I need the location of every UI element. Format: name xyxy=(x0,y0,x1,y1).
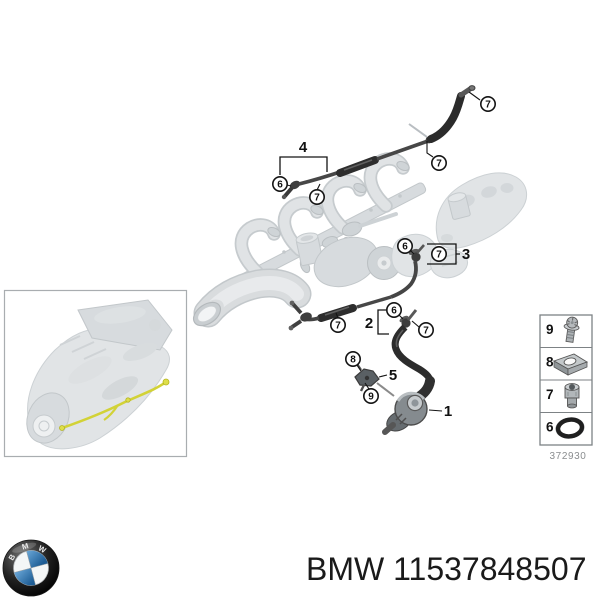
svg-text:8: 8 xyxy=(350,355,356,366)
group-label-3: 3 xyxy=(462,246,470,263)
svg-text:7: 7 xyxy=(335,321,341,332)
o-ring-icon xyxy=(555,417,585,439)
callout-circle-7f xyxy=(417,321,434,338)
flange-bolt-icon xyxy=(563,316,580,343)
roundel-letter-w: W xyxy=(37,544,48,556)
screw-plug-icon xyxy=(564,383,580,409)
svg-text:7: 7 xyxy=(436,159,442,170)
legend-number-7: 7 xyxy=(546,387,554,402)
svg-text:9: 9 xyxy=(368,392,374,403)
callout-circle-7d xyxy=(430,246,447,263)
intake-tube xyxy=(192,268,312,328)
callout-circle-7b xyxy=(430,155,447,172)
diagram-number: 372930 xyxy=(550,451,587,462)
group-label-5: 5 xyxy=(389,367,397,384)
callout-circle-8 xyxy=(344,350,361,367)
coolant-line-4 xyxy=(281,85,476,200)
engine-thumbnail-art xyxy=(26,299,173,450)
callout-circle-6b xyxy=(396,238,413,255)
brand-name: BMW xyxy=(306,551,385,587)
legend-number-6: 6 xyxy=(546,420,554,435)
callout-circle-9 xyxy=(362,387,379,404)
legend-number-8: 8 xyxy=(546,355,554,370)
rear-manifold xyxy=(408,123,528,249)
svg-text:7: 7 xyxy=(436,250,442,261)
bmw-roundel: B M W xyxy=(2,539,60,597)
part-number: 11537848507 xyxy=(393,551,587,587)
legend-number-9: 9 xyxy=(546,322,554,337)
bmw-logo: B M W xyxy=(2,539,60,597)
group-label-4: 4 xyxy=(299,139,308,156)
roundel-letter-b: B xyxy=(7,552,18,562)
group-label-1: 1 xyxy=(444,403,452,420)
roundel-letter-m: M xyxy=(21,541,30,551)
svg-text:6: 6 xyxy=(277,180,283,191)
callout-circle-7c xyxy=(308,189,325,206)
svg-text:6: 6 xyxy=(402,242,408,253)
svg-text:7: 7 xyxy=(314,193,320,204)
callout-circle-7e xyxy=(329,316,346,333)
group-label-2: 2 xyxy=(365,315,373,332)
svg-text:7: 7 xyxy=(485,100,491,111)
part-title: BMW 11537848507 xyxy=(306,553,586,585)
callout-circle-7a xyxy=(479,96,496,113)
callout-circle-6c xyxy=(385,301,402,318)
svg-text:7: 7 xyxy=(423,326,429,337)
highlighted-part-yellow xyxy=(59,378,170,431)
callouts: 4 2 3 1 5 7 7 6 7 6 7 7 xyxy=(271,91,496,420)
callout-circle-6a xyxy=(271,176,288,193)
engine-thumbnail[interactable] xyxy=(3,289,188,458)
svg-text:6: 6 xyxy=(391,306,397,317)
clip-nut-icon xyxy=(552,353,589,376)
faded-engine-background xyxy=(192,123,528,328)
legend-panel: 9 8 7 6 372930 xyxy=(539,314,593,462)
coolant-pump xyxy=(376,382,428,435)
